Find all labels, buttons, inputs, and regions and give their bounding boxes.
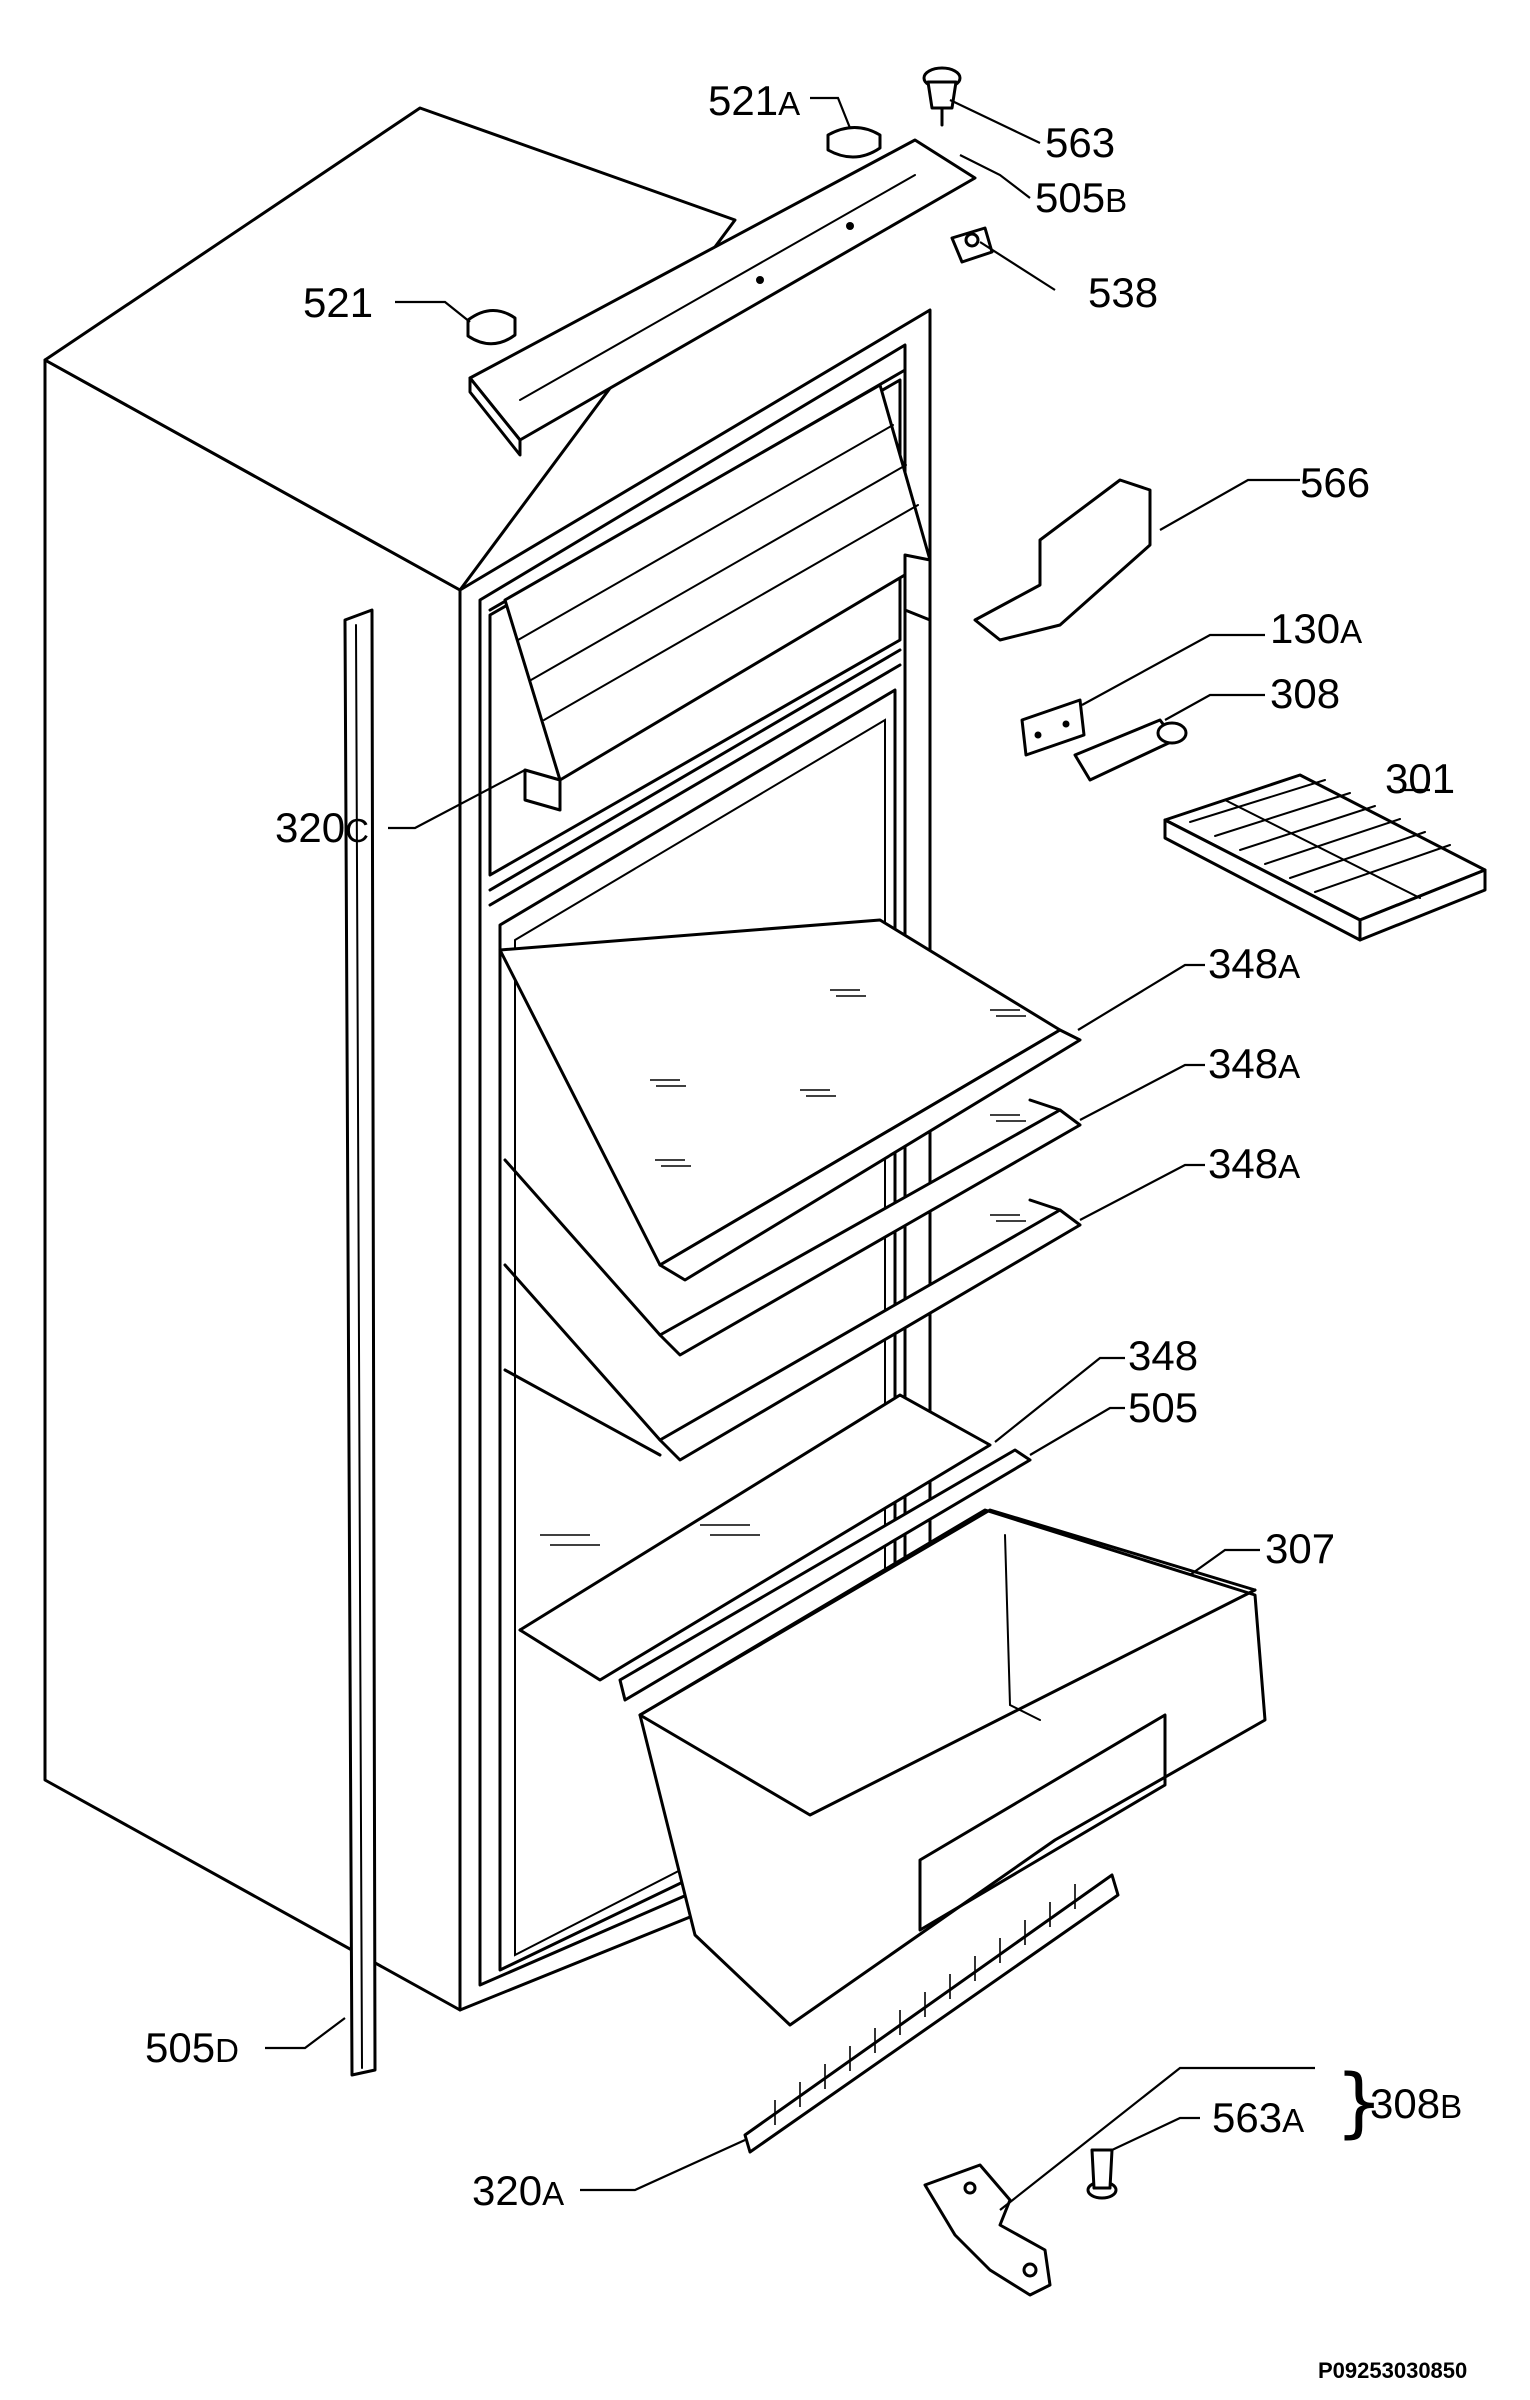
- label-348a-3: 348A: [1208, 1140, 1300, 1187]
- hinge-308: [1073, 718, 1188, 782]
- bottom-hinge-pin: [1022, 2262, 1038, 2278]
- freezer-shelf-slats: [517, 424, 919, 721]
- cover-cap-521a: [826, 126, 882, 159]
- label-307: 307: [1265, 1525, 1335, 1572]
- brace-308b: }: [1335, 2057, 1383, 2146]
- ice-scraper-566: [973, 478, 1152, 642]
- label-505: 505: [1128, 1384, 1198, 1431]
- glass-shelf-348: [503, 1368, 992, 1682]
- freezer-divider-top: [488, 648, 902, 892]
- top-bracket-hole: [846, 222, 854, 230]
- hinge-pin-563: [922, 66, 962, 127]
- screw-563a-shaft: [1090, 2148, 1114, 2190]
- label-566: 566: [1300, 459, 1370, 506]
- label-348: 348: [1128, 1332, 1198, 1379]
- glass-shelf-348a-3-side: [503, 1263, 662, 1442]
- plate-130a-shape: [1020, 698, 1086, 757]
- freezer-shelf-320c: [503, 383, 932, 812]
- crisper-drawer-307-handle: [918, 1713, 1167, 1932]
- cover-cap-521: [466, 309, 517, 346]
- label-348a-1: 348A: [1208, 940, 1300, 987]
- bottom-hinge-plate: [923, 2163, 1052, 2297]
- ice-tray-301-end: [1358, 868, 1487, 942]
- glass-shelf-348-back: [503, 1368, 662, 1457]
- freezer-divider-bottom: [488, 663, 902, 907]
- top-bracket-end: [468, 376, 522, 457]
- shelf-strip-505: [618, 1448, 1032, 1702]
- top-hinge-bracket-505b: [468, 138, 977, 457]
- glass-shelf-348a-2: [503, 1098, 1082, 1357]
- hinge-clip-538: [950, 226, 994, 264]
- crisper-drawer-307-rim: [638, 1508, 1257, 1717]
- label-320c: 320C: [275, 804, 369, 851]
- glass-shelf-348-top: [518, 1393, 992, 1682]
- part-labels: 521A 563 505B 538 521 566 130A 308 301 3…: [145, 77, 1467, 2383]
- door-gasket-strip: [343, 608, 377, 2077]
- door-gasket-505d: [343, 608, 377, 2077]
- label-563: 563: [1045, 119, 1115, 166]
- label-308b: 308B: [1370, 2080, 1462, 2127]
- screw-563a: [1086, 2148, 1118, 2200]
- glass-reflections: [540, 989, 1026, 1546]
- glass-shelf-348a-1-trim: [658, 1028, 1082, 1282]
- label-521: 521: [303, 279, 373, 326]
- label-348a-2: 348A: [1208, 1040, 1300, 1087]
- glass-shelf-348a-2-trim: [658, 1108, 1082, 1357]
- freezer-shelf-foot: [523, 768, 562, 812]
- cabinet-top-panel: [43, 106, 737, 592]
- label-538: 538: [1088, 269, 1158, 316]
- bottom-hinge-308b: [923, 2163, 1052, 2297]
- drawing-code: P09253030850: [1318, 2358, 1467, 2383]
- door-gasket-groove: [355, 624, 363, 2069]
- ventilation-grille-320a: [743, 1873, 1120, 2154]
- ice-tray-301-cells: [1189, 779, 1451, 899]
- label-521a: 521A: [708, 77, 800, 124]
- shelf-strip-505-shape: [618, 1448, 1032, 1702]
- cabinet-side-panel: [43, 358, 462, 2012]
- label-301: 301: [1385, 755, 1455, 802]
- leader-lines: [265, 96, 1430, 2211]
- crisper-drawer-307-inner-corner: [1004, 1534, 1041, 1721]
- top-bracket-slot: [519, 174, 916, 401]
- hinge-pin-563-body: [926, 80, 958, 110]
- label-308: 308: [1270, 670, 1340, 717]
- freezer-shelf-side: [903, 553, 932, 622]
- glass-shelf-348a-1: [498, 918, 1082, 1282]
- label-320a: 320A: [472, 2167, 564, 2214]
- ice-scraper-566-shape: [973, 478, 1152, 642]
- label-563a: 563A: [1212, 2094, 1304, 2141]
- glass-shelf-348a-3: [503, 1198, 1082, 1462]
- cover-cap-521-shape: [466, 309, 517, 346]
- crisper-drawer-307: [638, 1508, 1267, 2027]
- ice-tray-301: [1163, 773, 1487, 942]
- plate-130a: [1020, 698, 1086, 757]
- hinge-clip-538-hole: [964, 232, 980, 248]
- label-505d: 505D: [145, 2024, 239, 2071]
- crisper-drawer-307-body: [638, 1508, 1267, 2027]
- hinge-308-pin: [1156, 721, 1188, 745]
- crisper-drawer-307-front-top: [638, 1588, 1257, 1817]
- glass-shelf-348a-3-trim: [658, 1208, 1082, 1462]
- ventilation-grille-320a-slots: [774, 1884, 1076, 2125]
- cover-cap-521a-shape: [826, 126, 882, 159]
- label-505b: 505B: [1035, 174, 1127, 221]
- bottom-hinge-hole: [963, 2181, 977, 2195]
- glass-shelf-348a-2-side: [503, 1158, 662, 1337]
- label-130a: 130A: [1270, 605, 1362, 652]
- top-bracket-hole: [756, 276, 764, 284]
